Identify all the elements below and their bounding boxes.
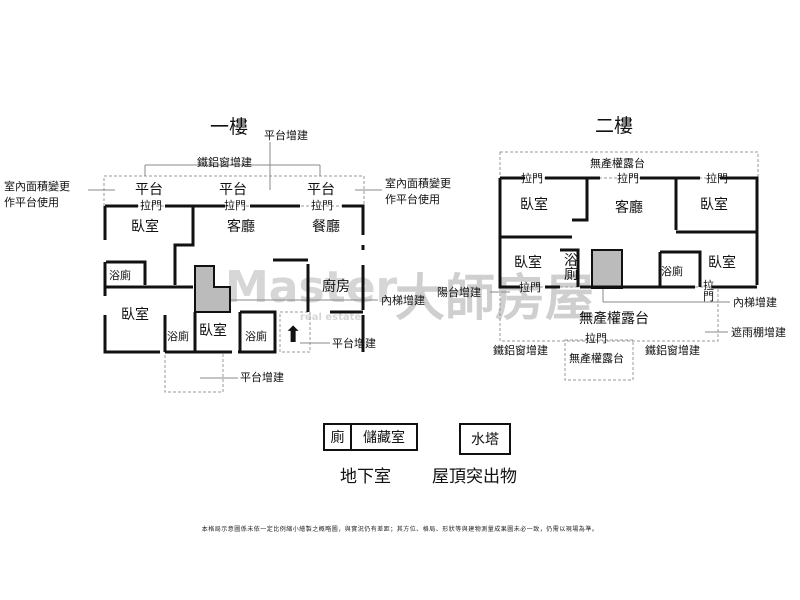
room-platform: 平台 xyxy=(307,182,335,198)
room-dining: 餐廳 xyxy=(312,219,340,235)
note-platform-addition: 平台增建 xyxy=(240,371,284,384)
room-platform: 平台 xyxy=(135,182,163,198)
room-bathroom: 浴廁 xyxy=(109,269,131,282)
note-balcony-addition: 陽台增建 xyxy=(437,286,481,299)
room-bedroom: 臥室 xyxy=(700,197,728,213)
note-platform-addition: 平台增建 xyxy=(332,337,376,350)
sliding-door-label: 拉門 xyxy=(585,332,607,345)
room-terrace: 無產權露台 xyxy=(590,157,645,170)
note-window-addition: 鐵鋁窗增建 xyxy=(493,344,548,357)
room-terrace: 無產權露台 xyxy=(579,311,649,327)
note-window-addition: 鐵鋁窗增建 xyxy=(645,344,700,357)
sliding-door-label: 拉門 xyxy=(706,172,728,185)
floor2-title: 二樓 xyxy=(595,115,634,137)
room-platform: 平台 xyxy=(219,182,247,198)
sliding-door-label: 拉門 xyxy=(224,199,246,212)
roof-title: 屋頂突出物 xyxy=(432,467,517,487)
watermark-logo-sub: real estate xyxy=(300,312,362,323)
room-bedroom: 臥室 xyxy=(708,255,736,271)
basement-storage: 儲藏室 xyxy=(350,423,418,451)
note-area-change-right: 室內面積變更 xyxy=(385,177,451,190)
sliding-door-label: 拉門 xyxy=(311,199,333,212)
sliding-door-label: 拉門 xyxy=(519,281,541,294)
roof-water-tower: 水塔 xyxy=(459,423,511,455)
room-living: 客廳 xyxy=(615,200,643,216)
note-inner-stair: 內梯增建 xyxy=(733,296,777,309)
note-window-addition: 鐵鋁窗增建 xyxy=(197,156,252,169)
note-inner-stair: 內梯增建 xyxy=(381,294,425,307)
room-bedroom: 臥室 xyxy=(520,197,548,213)
note-platform-addition: 平台增建 xyxy=(264,129,308,142)
note-awning-addition: 遮雨棚增建 xyxy=(731,326,786,339)
room-bedroom: 臥室 xyxy=(514,255,542,271)
sliding-door-label: 拉門 xyxy=(140,199,162,212)
room-bathroom: 浴廁 xyxy=(167,330,189,343)
disclaimer: 本格局示意圖係未依一定比例縮小繪製之概略圖，與實況仍有差距；其方位、格局、形狀等… xyxy=(201,526,599,533)
basement-toilet: 廁 xyxy=(323,423,352,451)
sliding-door-label: 拉門 xyxy=(703,279,714,303)
room-bedroom: 臥室 xyxy=(131,219,159,235)
room-bedroom: 臥室 xyxy=(199,323,227,339)
floor1-title: 一樓 xyxy=(210,116,249,138)
room-living: 客廳 xyxy=(227,219,255,235)
room-bathroom: 浴廁 xyxy=(564,253,578,283)
sliding-door-label: 拉門 xyxy=(521,172,543,185)
entrance-arrow-icon: ⬆ xyxy=(284,323,303,348)
note-area-change-right-2: 作平台使用 xyxy=(385,193,440,206)
room-bathroom: 浴廁 xyxy=(245,330,267,343)
room-kitchen: 廚房 xyxy=(322,279,350,295)
watermark-logo-zh: 大師房屋 xyxy=(395,269,595,327)
sliding-door-label: 拉門 xyxy=(617,172,639,185)
watermark-logo-en: Master xyxy=(225,262,398,313)
note-area-change-left: 室內面積變更 xyxy=(4,180,70,193)
room-terrace: 無產權露台 xyxy=(569,352,624,365)
room-bathroom: 浴廁 xyxy=(661,265,683,278)
note-area-change-left-2: 作平台使用 xyxy=(4,196,59,209)
basement-title: 地下室 xyxy=(340,467,391,487)
room-bedroom: 臥室 xyxy=(121,307,149,323)
